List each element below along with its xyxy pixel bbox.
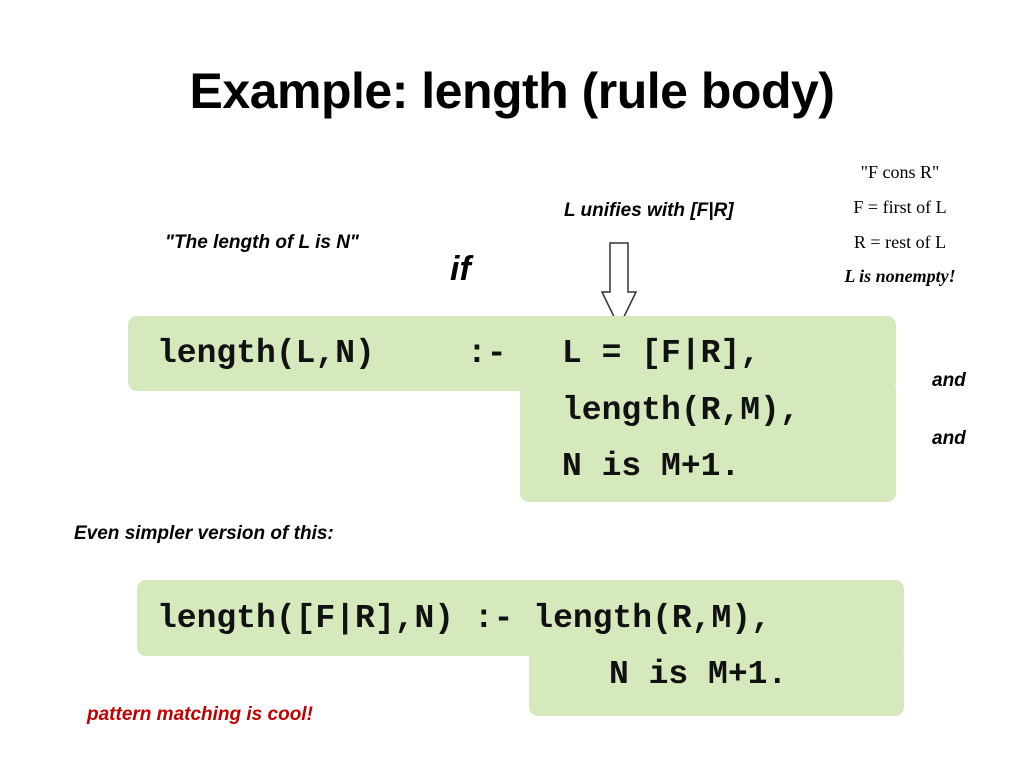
and-annotation-1: and xyxy=(932,370,966,391)
rule1-goal-arith: N is M+1. xyxy=(562,448,741,485)
rule1-goal-recursive: length(R,M), xyxy=(562,392,800,429)
unifies-annotation: L unifies with [F|R] xyxy=(564,200,734,221)
rule1-goal-unify: L = [F|R], xyxy=(562,335,761,372)
pattern-matching-note: pattern matching is cool! xyxy=(87,704,313,725)
rule1-neck: :- xyxy=(467,335,507,372)
cons-note-3: R = rest of L xyxy=(853,232,947,252)
rule1-body-background xyxy=(520,380,896,502)
if-annotation: if xyxy=(450,250,471,288)
rule1-head-background xyxy=(128,316,896,391)
meaning-annotation: "The length of L is N" xyxy=(165,232,359,253)
rule1-head: length(L,N) xyxy=(157,335,375,372)
cons-note-4: L is nonempty! xyxy=(844,266,956,286)
rule2-body-background xyxy=(529,645,904,716)
cons-note-1: "F cons R" xyxy=(860,162,940,182)
cons-note-2: F = first of L xyxy=(853,197,947,217)
down-arrow-icon xyxy=(600,242,638,329)
simpler-intro: Even simpler version of this: xyxy=(74,523,334,544)
rule2-head-background xyxy=(137,580,904,656)
rule2-line1: length([F|R],N) :- length(R,M), xyxy=(157,600,771,637)
and-annotation-2: and xyxy=(932,428,966,449)
slide-title: Example: length (rule body) xyxy=(189,63,835,119)
rule2-line2: N is M+1. xyxy=(609,656,788,693)
